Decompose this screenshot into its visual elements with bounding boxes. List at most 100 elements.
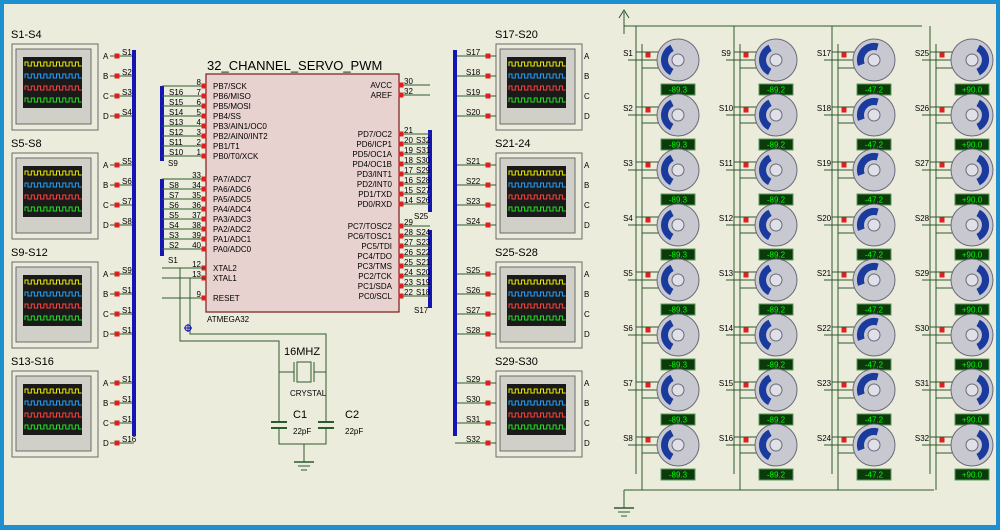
scope-signal-label: S3 xyxy=(122,88,132,97)
scope-signal-label: S14 xyxy=(122,395,137,404)
pin-marker xyxy=(485,162,491,168)
pin-name: PA2/ADC2 xyxy=(213,225,252,234)
servo-s14: S14-89.2 xyxy=(719,313,798,371)
pin-number: 35 xyxy=(192,191,201,200)
scope-signal-label: S6 xyxy=(122,177,132,186)
pin-name: PD1/TXD xyxy=(358,190,392,199)
servo-s7: S7-89.3 xyxy=(623,368,700,426)
pin-number: 7 xyxy=(197,88,202,97)
scope-signal-label: S17 xyxy=(466,48,481,57)
pin-marker xyxy=(485,222,491,228)
scope-channel-label: D xyxy=(103,112,109,121)
pin-name: PB7/SCK xyxy=(213,82,247,91)
servo-signal-label: S17 xyxy=(817,49,832,58)
scope-channel-label: A xyxy=(103,161,109,170)
servo-horn xyxy=(976,209,990,241)
servo-signal-label: S3 xyxy=(623,159,633,168)
servo-angle-readout: -47.2 xyxy=(865,251,884,260)
servo-s13: S13-89.2 xyxy=(719,258,798,316)
pin-name: PD6/ICP1 xyxy=(356,140,392,149)
pin-number: 2 xyxy=(197,138,202,147)
scope-signal-label: S7 xyxy=(122,197,132,206)
scope-channel-label: C xyxy=(584,419,590,428)
servo-hub xyxy=(965,53,979,67)
servo-angle-readout: -89.2 xyxy=(767,141,786,150)
pin-marker xyxy=(114,93,120,99)
scope-signal-label: S22 xyxy=(466,177,481,186)
pin-signal: S3 xyxy=(169,231,179,240)
scope-channel-label: A xyxy=(584,379,590,388)
scope-channel-label: A xyxy=(584,161,590,170)
servo-horn xyxy=(661,264,674,296)
servo-hub xyxy=(769,328,783,342)
servo-s11: S11-89.2 xyxy=(719,148,798,206)
servo-angle-readout: -47.2 xyxy=(865,361,884,370)
pin-number: 3 xyxy=(197,128,202,137)
pin-signal: S15 xyxy=(169,98,184,107)
servo-s32: S32+90.0 xyxy=(915,423,994,481)
servo-hub xyxy=(867,218,881,232)
servo-signal-label: S15 xyxy=(719,379,734,388)
servo-horn xyxy=(661,374,674,406)
pin-marker xyxy=(485,93,491,99)
pin-signal: S29 xyxy=(416,166,431,175)
servo-angle-readout: -47.2 xyxy=(865,86,884,95)
pin-marker xyxy=(485,73,491,79)
servo-hub xyxy=(867,383,881,397)
pin-marker xyxy=(114,291,120,297)
pin-marker xyxy=(841,327,847,333)
servo-hub xyxy=(867,273,881,287)
servo-hub xyxy=(965,383,979,397)
scope-trace xyxy=(24,170,82,176)
pin-number: 32 xyxy=(404,87,413,96)
scope-channel-label: C xyxy=(584,92,590,101)
scope-signal-label: S16 xyxy=(122,435,137,444)
servo-hub xyxy=(769,218,783,232)
pin-number: 12 xyxy=(192,260,201,269)
pin-marker xyxy=(841,52,847,58)
scope-trace xyxy=(24,279,82,285)
servo-hub xyxy=(867,328,881,342)
pin-signal: S30 xyxy=(416,156,431,165)
scope-screen xyxy=(507,57,566,108)
scope-title: S17-S20 xyxy=(495,29,538,41)
scope-signal-label: S4 xyxy=(122,108,132,117)
pin-signal: S21 xyxy=(416,258,431,267)
pin-signal: S19 xyxy=(416,278,431,287)
pin-marker xyxy=(398,191,404,197)
servo-angle-readout: -89.3 xyxy=(669,141,688,150)
pin-marker xyxy=(201,133,207,139)
scope-channel-label: B xyxy=(584,181,589,190)
pin-name: PD7/OC2 xyxy=(358,130,393,139)
pin-number: 27 xyxy=(404,238,413,247)
servo-grid: S1-89.3S2-89.3S3-89.3S4-89.3S5-89.3S6-89… xyxy=(623,26,994,490)
pin-marker xyxy=(201,113,207,119)
servo-readout-box xyxy=(758,468,794,481)
scope-screen xyxy=(23,57,82,108)
scope-trace xyxy=(24,400,82,406)
pin-marker xyxy=(743,437,749,443)
servo-s22: S22-47.2 xyxy=(817,313,896,371)
pin-name: PB5/MOSI xyxy=(213,102,251,111)
scope-channel-label: C xyxy=(584,310,590,319)
servo-signal-label: S16 xyxy=(719,434,734,443)
scope-signal-label: S8 xyxy=(122,217,132,226)
pin-name: PC4/TDO xyxy=(357,252,392,261)
scope-trace xyxy=(508,400,566,406)
oscillator-circuit xyxy=(179,267,334,471)
servo-hub xyxy=(867,108,881,122)
pin-name: PB6/MISO xyxy=(213,92,251,101)
pin-number: 36 xyxy=(192,201,201,210)
pin-marker xyxy=(201,186,207,192)
servo-hub xyxy=(769,53,783,67)
servo-angle-readout: +90.0 xyxy=(962,361,983,370)
